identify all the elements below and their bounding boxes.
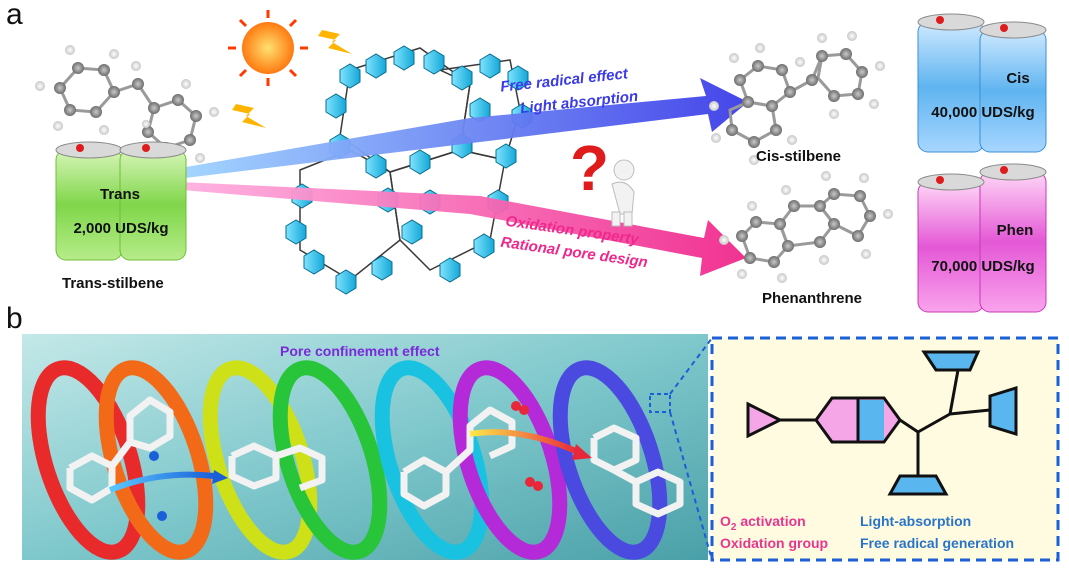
red-particle	[519, 405, 529, 415]
red-particle	[511, 401, 521, 411]
lower-arrow	[180, 182, 746, 276]
pore-confinement-title: Pore confinement effect	[280, 343, 440, 359]
ghost-molecule	[400, 456, 450, 510]
phenanthrene-molecule	[719, 171, 893, 283]
question-mark-icon: ?	[570, 132, 609, 204]
light-absorption-label: Light-absorption	[860, 513, 972, 529]
cis-jar-icon	[917, 13, 1047, 153]
linker-structure	[746, 350, 1018, 496]
framework-structure	[285, 45, 533, 295]
phen-jar-title: Phen	[996, 222, 1034, 239]
oxidation-group-label: Oxidation group	[720, 535, 829, 551]
o2-activation-label: O2 activation	[720, 512, 806, 537]
panel-b-graphics	[22, 334, 1060, 562]
ring-green	[272, 360, 388, 560]
sun-icon	[228, 10, 308, 86]
ghost-molecule	[590, 424, 640, 474]
o2-prefix: O	[720, 513, 731, 529]
trans-stilbene-label: Trans-stilbene	[62, 275, 164, 292]
panel-a-letter: a	[6, 0, 23, 31]
o2-subscript: 2	[730, 521, 737, 533]
zoom-panel	[710, 336, 1060, 562]
trans-jar-price: 2,000 UDS/kg	[73, 220, 169, 237]
zoom-box	[649, 393, 671, 413]
curved-arrow-orange	[469, 429, 580, 455]
blue-particle	[149, 451, 159, 461]
cis-jar-price: 40,000 UDS/kg	[931, 104, 1035, 121]
lightning-icon	[318, 30, 352, 54]
phenanthrene-label: Phenanthrene	[762, 290, 863, 307]
thinker-figure	[611, 159, 635, 227]
phen-jar-price: 70,000 UDS/kg	[931, 258, 1035, 275]
cis-stilbene-molecule	[709, 31, 885, 165]
free-radical-label: Free radical generation	[860, 535, 1015, 551]
lightning-icon	[232, 104, 266, 128]
phen-jar-icon	[917, 163, 1047, 313]
red-particle	[533, 481, 543, 491]
blue-particle	[157, 511, 167, 521]
ring-violet	[552, 360, 668, 560]
ring-orange	[98, 360, 214, 560]
ring-magenta	[452, 360, 568, 560]
o2-suffix: activation	[736, 513, 806, 529]
upper-arrow	[180, 78, 748, 178]
panel-a-graphics: ?	[35, 10, 1047, 313]
cis-stilbene-label: Cis-stilbene	[756, 148, 842, 165]
red-particle	[525, 477, 535, 487]
trans-jar-title: Trans	[99, 186, 141, 203]
cis-jar-title: Cis	[1006, 70, 1030, 87]
panel-b-letter: b	[6, 302, 23, 335]
curved-arrow-blue	[108, 471, 215, 493]
trans-jar-icon	[55, 141, 187, 261]
ghost-molecule	[228, 442, 280, 490]
